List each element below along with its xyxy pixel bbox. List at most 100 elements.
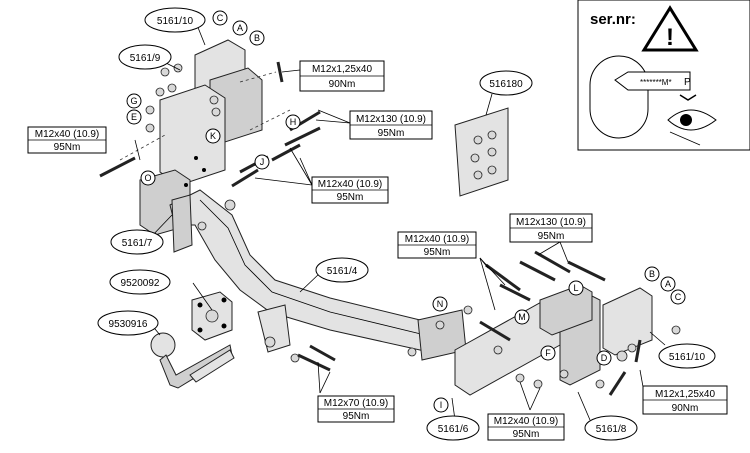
serial-plate: *******M* P (614, 71, 691, 91)
part-labels: 5161/10 5161/9 5161/7 9520092 9530916 51… (97, 7, 716, 441)
svg-text:95Nm: 95Nm (337, 192, 364, 203)
svg-text:M12x40 (10.9): M12x40 (10.9) (405, 234, 469, 245)
bracket-side-plate (159, 84, 226, 186)
right-bracket-assembly (454, 284, 653, 396)
svg-text:M12x130 (10.9): M12x130 (10.9) (516, 217, 586, 228)
svg-text:O: O (144, 173, 151, 183)
svg-text:K: K (210, 131, 216, 141)
svg-text:M12x70 (10.9): M12x70 (10.9) (324, 398, 388, 409)
callout-F: F (540, 345, 556, 361)
letter-callouts: C A B G E H K J O N M L B A C F D I (126, 10, 686, 413)
svg-text:5161/4: 5161/4 (327, 266, 358, 277)
svg-text:B: B (254, 33, 260, 43)
callout-B-right: B (644, 266, 660, 282)
eye-icon (667, 94, 717, 146)
svg-text:5161/10: 5161/10 (669, 352, 706, 363)
callout-M: M (514, 309, 530, 325)
callout-A-left: A (232, 20, 248, 36)
callout-N: N (432, 296, 448, 312)
serial-title: ser.nr: (590, 11, 636, 28)
callout-O: O (140, 170, 156, 186)
svg-text:M12x130 (10.9): M12x130 (10.9) (356, 114, 426, 125)
callout-J: J (254, 154, 270, 170)
warning-symbol: ! (666, 24, 674, 51)
leader-lines (134, 24, 666, 421)
callout-A-right: A (660, 276, 676, 292)
callout-E: E (126, 109, 142, 125)
label-9520092: 9520092 (109, 269, 171, 295)
svg-text:90Nm: 90Nm (329, 79, 356, 90)
svg-text:M: M (518, 312, 526, 322)
svg-text:H: H (290, 117, 297, 127)
label-5161-7: 5161/7 (110, 229, 164, 255)
svg-text:9520092: 9520092 (121, 278, 160, 289)
svg-text:M12x1,25x40: M12x1,25x40 (312, 64, 372, 75)
svg-text:95Nm: 95Nm (513, 429, 540, 440)
torque-box-1: M12x1,25x40 90Nm (299, 60, 385, 92)
svg-text:M12x40 (10.9): M12x40 (10.9) (494, 416, 558, 427)
svg-text:5161/8: 5161/8 (596, 424, 627, 435)
svg-text:M12x1,25x40: M12x1,25x40 (655, 389, 715, 400)
svg-text:D: D (601, 353, 608, 363)
torque-box-7: M12x70 (10.9) 95Nm (317, 395, 395, 423)
torque-box-4: M12x40 (10.9) 95Nm (311, 176, 389, 204)
label-5161-8: 5161/8 (584, 415, 638, 441)
crossbar-5161-4 (169, 189, 467, 363)
svg-text:5161/10: 5161/10 (157, 16, 194, 27)
callout-D: D (596, 350, 612, 366)
torque-box-6: M12x40 (10.9) 95Nm (397, 231, 477, 259)
callout-H: H (285, 114, 301, 130)
callout-C-left: C (212, 10, 228, 26)
warning-triangle-icon: ! (641, 5, 699, 52)
svg-text:J: J (260, 157, 265, 167)
callout-I: I (433, 397, 449, 413)
plate-letter: P (684, 77, 691, 88)
svg-text:I: I (440, 400, 443, 410)
svg-text:5161/7: 5161/7 (122, 238, 153, 249)
hitch-ball-outline (589, 55, 649, 139)
label-5161-6: 5161/6 (426, 415, 480, 441)
svg-text:516180: 516180 (489, 79, 523, 90)
torque-boxes: M12x1,25x40 90Nm M12x130 (10.9) 95Nm M12… (27, 60, 728, 441)
svg-text:B: B (649, 269, 655, 279)
socket-plate-9520092 (191, 291, 233, 341)
callout-B-left: B (249, 30, 265, 46)
callout-G: G (126, 93, 142, 109)
svg-text:G: G (130, 96, 137, 106)
svg-text:90Nm: 90Nm (672, 403, 699, 414)
callout-L: L (568, 280, 584, 296)
svg-text:E: E (131, 112, 137, 122)
label-5161-4: 5161/4 (315, 257, 369, 283)
svg-text:N: N (437, 299, 444, 309)
svg-text:95Nm: 95Nm (424, 247, 451, 258)
bracket-5161-10-right (602, 287, 653, 356)
svg-text:F: F (545, 348, 551, 358)
label-5161-10-top: 5161/10 (144, 7, 206, 33)
plate-text: *******M* (640, 78, 672, 87)
crossbar-left-plate (171, 194, 193, 253)
svg-text:L: L (573, 283, 578, 293)
serial-number-panel: ser.nr: ! *******M* P (577, 0, 750, 151)
svg-text:A: A (665, 279, 671, 289)
tow-ball-9530916 (150, 332, 235, 389)
torque-box-2: M12x130 (10.9) 95Nm (349, 110, 433, 140)
svg-text:A: A (237, 23, 243, 33)
svg-text:5161/6: 5161/6 (438, 424, 469, 435)
label-5161-10-right: 5161/10 (658, 343, 716, 369)
svg-text:C: C (675, 292, 682, 302)
callout-C-right: C (670, 289, 686, 305)
svg-text:M12x40 (10.9): M12x40 (10.9) (35, 129, 99, 140)
svg-text:9530916: 9530916 (109, 319, 148, 330)
svg-text:95Nm: 95Nm (54, 142, 81, 153)
svg-text:C: C (217, 13, 224, 23)
torque-box-8: M12x40 (10.9) 95Nm (487, 413, 565, 441)
torque-box-5: M12x130 (10.9) 95Nm (509, 213, 593, 243)
label-5161-9: 5161/9 (118, 44, 172, 70)
svg-text:95Nm: 95Nm (343, 411, 370, 422)
svg-text:95Nm: 95Nm (378, 128, 405, 139)
callout-K: K (205, 128, 221, 144)
svg-text:95Nm: 95Nm (538, 231, 565, 242)
bolt-kit-516180 (454, 107, 509, 197)
